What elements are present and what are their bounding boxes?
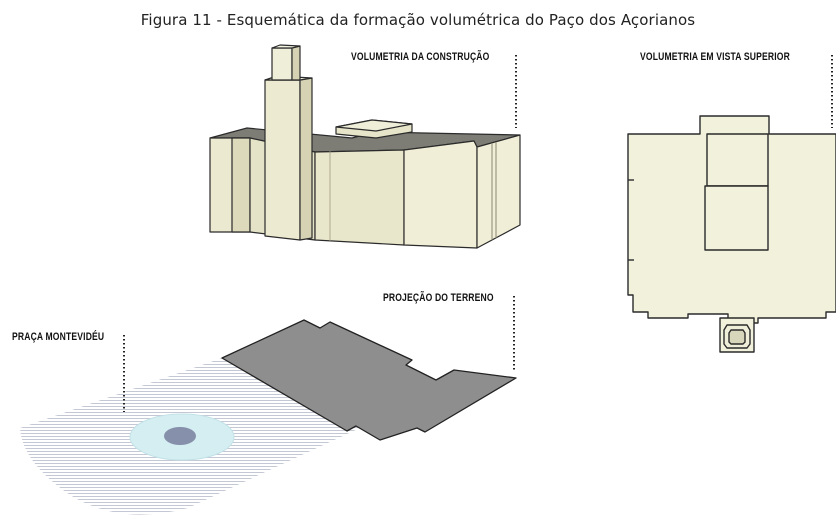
figure-caption: Figura 11 - Esquemática da formação volu…	[140, 11, 696, 29]
building-volume	[209, 44, 521, 249]
label-terrain-projection: PROJEÇÃO DO TERRENO	[383, 292, 494, 304]
label-top-view: VOLUMETRIA EM VISTA SUPERIOR	[640, 51, 790, 63]
plaza-fountain	[164, 427, 196, 445]
label-building-volume: VOLUMETRIA DA CONSTRUÇÃO	[351, 51, 490, 63]
label-plaza: PRAÇA MONTEVIDÉU	[12, 331, 105, 343]
top-view-volume	[627, 115, 836, 353]
plaza-montevideu	[20, 358, 360, 515]
terrain-projection-shape	[221, 319, 517, 441]
